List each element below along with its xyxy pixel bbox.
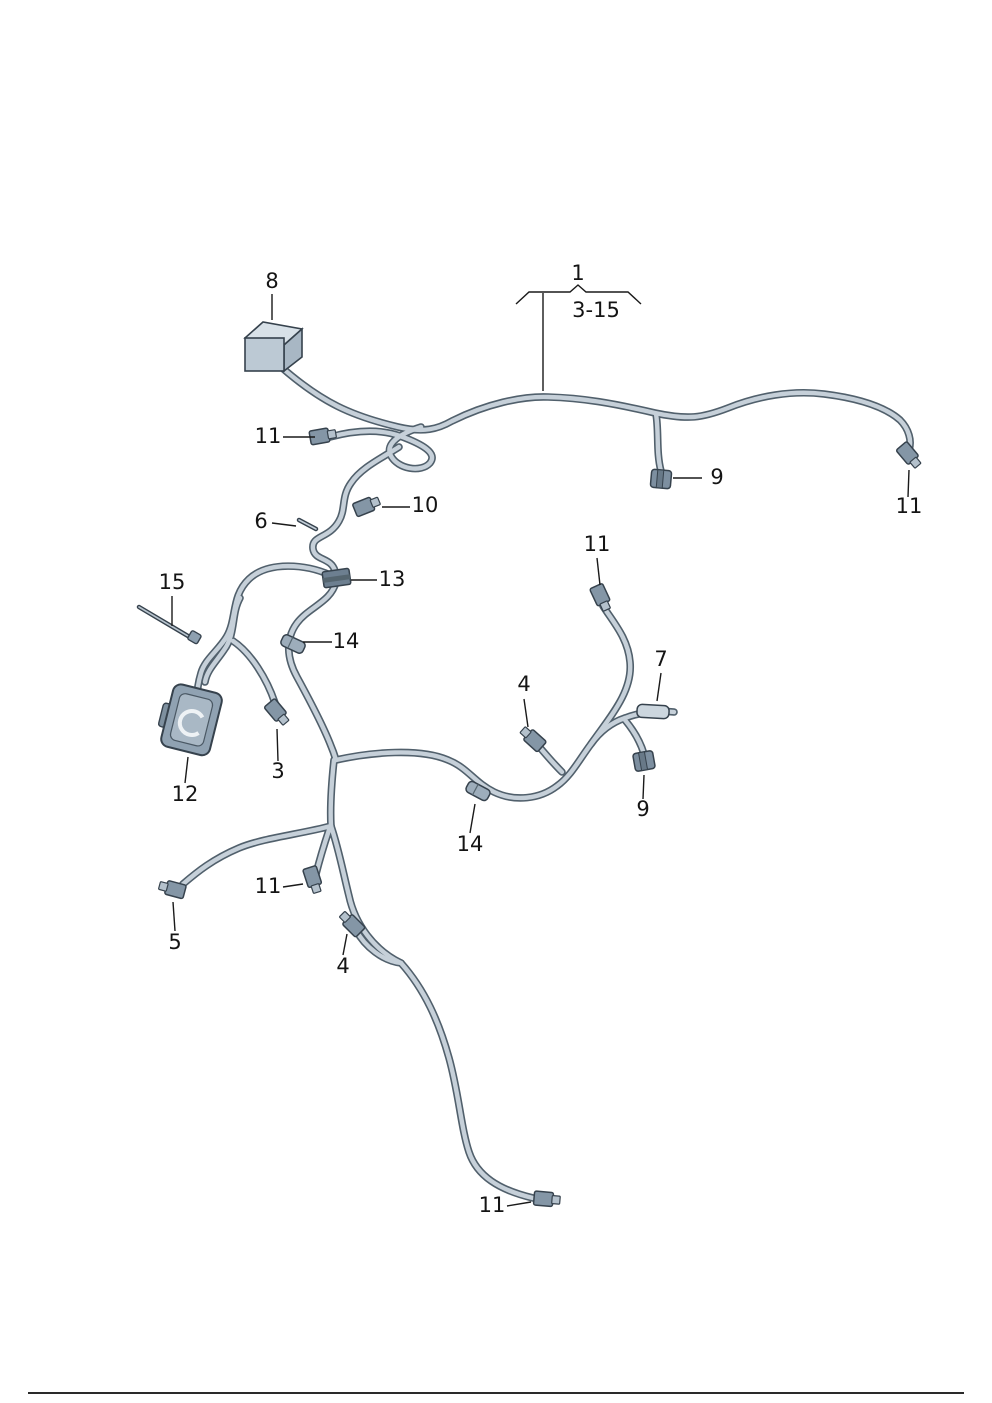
- part-label-3[interactable]: 3: [271, 759, 284, 783]
- connector-13: [321, 567, 352, 589]
- connector-11-far-right: [895, 440, 925, 471]
- connector-10: [351, 493, 383, 518]
- callout-bracket: [515, 284, 642, 305]
- leader-line-4b: [342, 933, 348, 956]
- part-label-7[interactable]: 7: [654, 647, 667, 671]
- part-label-range[interactable]: 3-15: [572, 298, 620, 322]
- leader-line-12: [184, 756, 189, 784]
- connector-9-top: [649, 468, 673, 490]
- part-label-12[interactable]: 12: [172, 782, 199, 806]
- connector-3: [263, 697, 293, 728]
- part-label-13[interactable]: 13: [379, 567, 406, 591]
- part-label-9-b[interactable]: 9: [636, 797, 649, 821]
- part-label-9-a[interactable]: 9: [710, 465, 723, 489]
- part-label-11-d[interactable]: 11: [255, 874, 282, 898]
- leader-line-14b: [469, 803, 476, 834]
- connector-11-bottom: [532, 1190, 562, 1208]
- harness-wires-core: [183, 366, 910, 1198]
- part-label-4-b[interactable]: 4: [336, 954, 349, 978]
- connector-9-lower: [631, 749, 657, 773]
- pin-part6: [296, 517, 319, 532]
- module-part12: [157, 683, 223, 757]
- leader-line-3: [276, 728, 279, 762]
- part-label-15[interactable]: 15: [159, 570, 186, 594]
- harness-wires-outline: [183, 366, 910, 1198]
- part-label-11-b[interactable]: 11: [896, 494, 923, 518]
- part-label-4-a[interactable]: 4: [517, 672, 530, 696]
- connector-11-middle: [588, 582, 615, 614]
- part-label-6[interactable]: 6: [254, 509, 267, 533]
- part-label-14-a[interactable]: 14: [333, 629, 360, 653]
- clip-14-upper: [278, 632, 308, 656]
- leader-line-7: [656, 672, 662, 702]
- relay-box-part8: [243, 321, 304, 373]
- part-label-11-c[interactable]: 11: [584, 532, 611, 556]
- sleeve-part7: [636, 703, 670, 720]
- connector-11-top-left: [308, 425, 338, 446]
- part-label-11-e[interactable]: 11: [479, 1193, 506, 1217]
- part-label-14-b[interactable]: 14: [457, 832, 484, 856]
- leader-line-11c: [596, 557, 601, 586]
- cable-tie-part15: [136, 604, 202, 645]
- leader-line-9b: [642, 774, 645, 800]
- part-label-5[interactable]: 5: [168, 930, 181, 954]
- leader-line-4a: [523, 698, 529, 728]
- part-label-1[interactable]: 1: [571, 261, 584, 285]
- leader-line-11d: [282, 883, 304, 888]
- leader-line-11b: [907, 469, 910, 498]
- part-label-10[interactable]: 10: [412, 493, 439, 517]
- leader-line-6: [271, 522, 297, 527]
- part-label-11-a[interactable]: 11: [255, 424, 282, 448]
- leader-line-5: [172, 901, 176, 932]
- part-label-8[interactable]: 8: [265, 269, 278, 293]
- leader-line-11e: [506, 1201, 532, 1207]
